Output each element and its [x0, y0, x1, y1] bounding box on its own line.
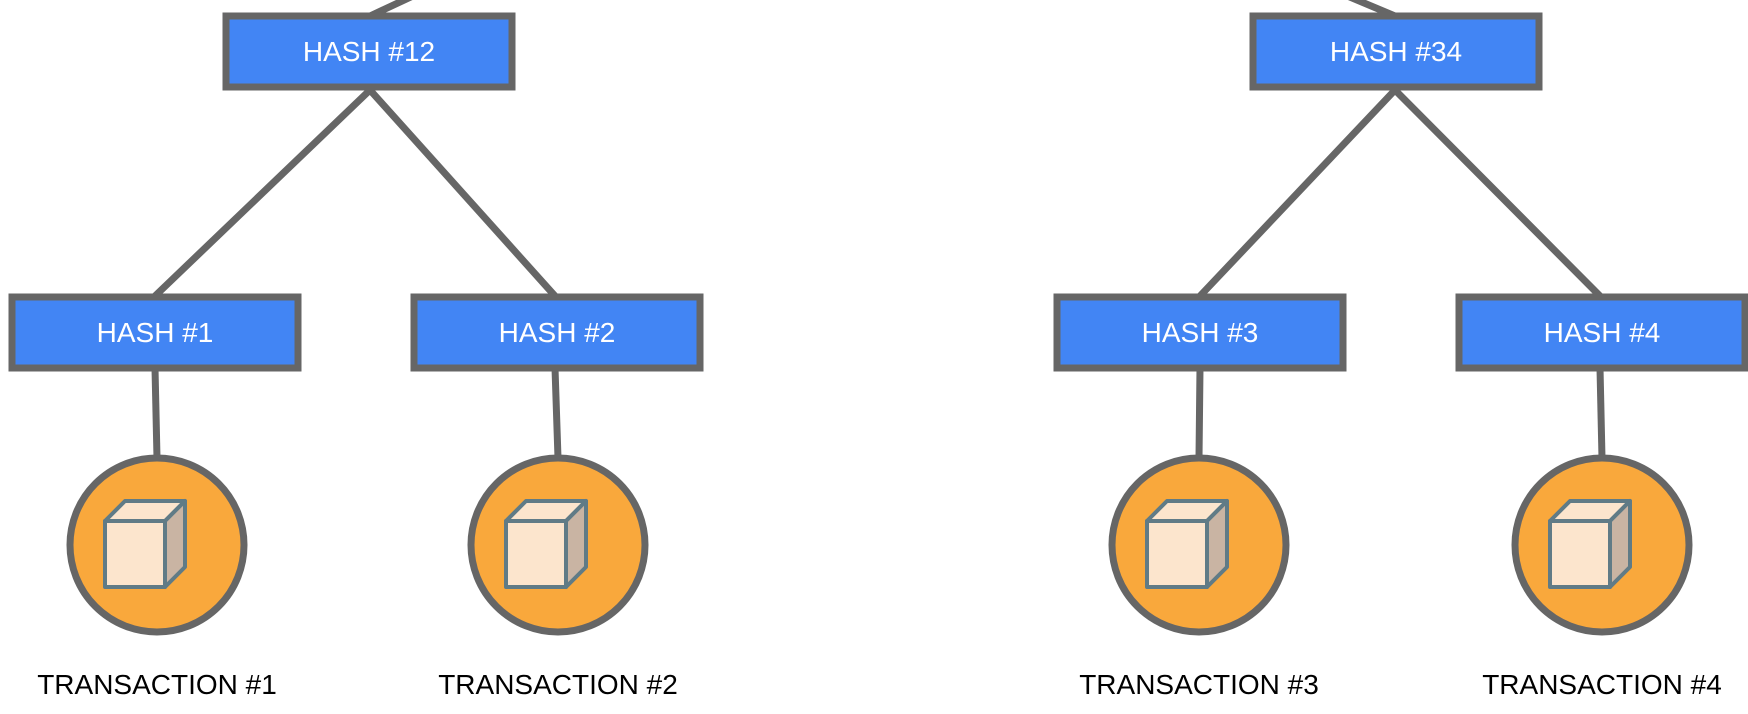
box-cube-icon: [1548, 499, 1632, 589]
tree-connectors: [151, 0, 1606, 462]
hash-label: HASH #4: [1544, 317, 1661, 348]
transaction-node-3: [1108, 454, 1290, 636]
transaction-node-4: [1511, 454, 1693, 636]
hash-box-2: HASH #2: [410, 293, 704, 372]
edge-hash-12-to-hash-1: [151, 86, 374, 300]
hash-label: HASH #12: [303, 36, 435, 67]
box-cube-icon: [103, 499, 187, 589]
edge-hash-34-to-hash-4: [1391, 86, 1604, 300]
edge-hash-2-to-transaction-2: [551, 364, 562, 462]
hash-label: HASH #3: [1142, 317, 1259, 348]
hash-box-1: HASH #1: [8, 293, 302, 372]
transaction-node-2: [467, 454, 649, 636]
edge-hash-4-to-transaction-4: [1596, 364, 1606, 462]
box-cube-icon: [504, 499, 588, 589]
transaction-node-1: [66, 454, 248, 636]
edge-hash-34-to-hash-3: [1196, 86, 1399, 300]
transaction-label-2: TRANSACTION #2: [438, 669, 678, 700]
hash-label: HASH #2: [499, 317, 616, 348]
hash-box-4: HASH #4: [1455, 293, 1748, 372]
edge-hash-12-to-hash-2: [366, 86, 559, 300]
hash-label: HASH #34: [1330, 36, 1462, 67]
hash-box-34: HASH #34: [1249, 12, 1543, 91]
transaction-label-3: TRANSACTION #3: [1079, 669, 1319, 700]
transaction-label-4: TRANSACTION #4: [1482, 669, 1722, 700]
edge-hash-1-to-transaction-1: [151, 364, 161, 462]
hash-label: HASH #1: [97, 317, 214, 348]
hash-box-3: HASH #3: [1053, 293, 1347, 372]
box-cube-icon: [1145, 499, 1229, 589]
edge-hash-3-to-transaction-3: [1195, 364, 1204, 462]
transaction-label-1: TRANSACTION #1: [37, 669, 277, 700]
hash-box-12: HASH #12: [222, 12, 516, 91]
